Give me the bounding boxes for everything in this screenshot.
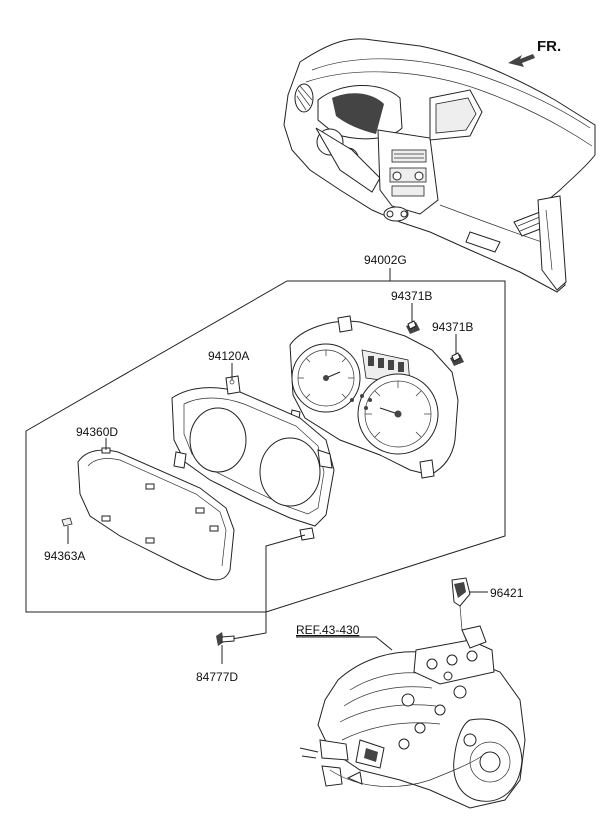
front-direction-label: FR.	[537, 38, 561, 55]
transmission-illustration	[299, 625, 526, 809]
callout-housing[interactable]: 94120A	[208, 349, 249, 363]
callout-clip[interactable]: 94363A	[44, 549, 85, 563]
callout-labels: 94002G 94371B 94371B 94120A 94360D 94363…	[44, 253, 524, 684]
callout-screw[interactable]: 84777D	[196, 670, 238, 684]
dashboard-illustration	[283, 38, 596, 293]
callout-bulb-lower[interactable]: 94371B	[432, 320, 473, 334]
front-direction-indicator: FR.	[508, 38, 561, 67]
gauge-cluster-body	[289, 315, 459, 479]
cluster-housing	[171, 375, 335, 541]
leader-lines	[105, 268, 457, 651]
front-arrow-icon	[508, 54, 535, 67]
callout-assembly[interactable]: 94002G	[364, 253, 407, 267]
vehicle-speed-sensor	[451, 577, 488, 641]
screw-part	[216, 534, 306, 664]
cluster-lens	[77, 447, 235, 581]
clip-part	[61, 517, 73, 544]
callout-sensor[interactable]: 96421	[490, 586, 524, 600]
right-gauge-ticks-icon	[365, 381, 431, 438]
callout-bulb-upper[interactable]: 94371B	[391, 289, 432, 303]
bulb-socket-upper	[406, 320, 420, 334]
callout-lens[interactable]: 94360D	[76, 425, 118, 439]
left-gauge-ticks-icon	[298, 350, 354, 399]
bulb-socket-lower	[450, 352, 464, 366]
callout-reference[interactable]: REF.43-430	[296, 623, 360, 637]
